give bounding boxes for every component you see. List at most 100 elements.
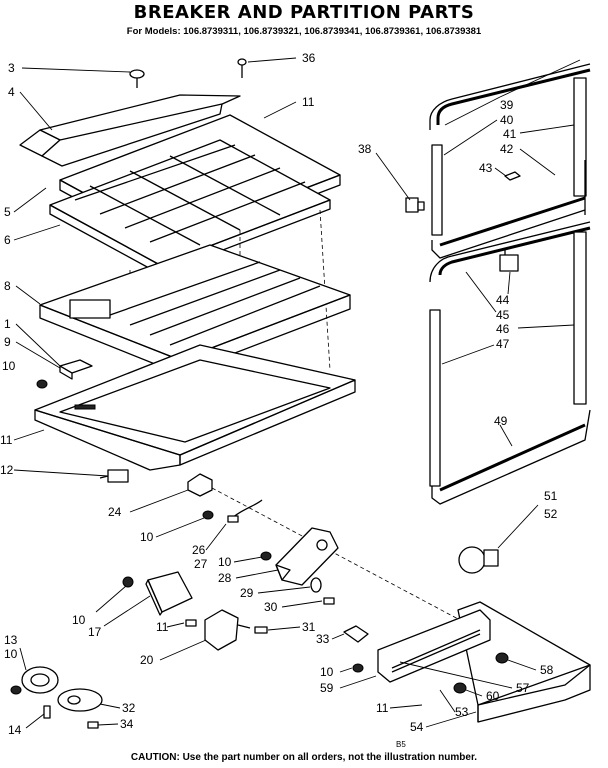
caution-note: CAUTION: Use the part number on all orde… (130, 752, 478, 763)
part-31-screw (254, 626, 268, 634)
part-14-screw (43, 705, 51, 719)
callout-14: 14 (8, 723, 22, 737)
part-54-bottom-trim (457, 601, 591, 723)
part-8-partition-tray (39, 244, 351, 375)
callout-40: 40 (500, 113, 514, 127)
callout-44: 44 (496, 293, 510, 307)
callout-3: 3 (8, 61, 15, 75)
callout-10-mid: 10 (218, 555, 232, 569)
part-57-bracket (377, 609, 491, 683)
callout-10-cluster: 10 (140, 530, 154, 544)
part-47-left-strip (429, 309, 441, 487)
part-10-nut-2 (202, 510, 214, 520)
leader-lines (13, 57, 581, 729)
callout-26: 26 (192, 543, 206, 557)
callout-46: 46 (496, 322, 510, 336)
part-10-nut-3 (260, 551, 272, 561)
part-41-right-strip (573, 77, 587, 197)
callout-36: 36 (302, 51, 316, 65)
callout-29: 29 (240, 586, 254, 600)
callout-13: 13 (4, 633, 18, 647)
page-title: BREAKER AND PARTITION PARTS (133, 2, 475, 23)
callout-51: 51 (544, 489, 558, 503)
part-28-housing (275, 527, 339, 586)
callout-8: 8 (4, 279, 11, 293)
part-32-cover (57, 688, 103, 712)
callout-49: 49 (494, 414, 508, 428)
part-11-screw-2 (185, 619, 197, 627)
callout-28: 28 (218, 571, 232, 585)
part-29-plug (310, 577, 322, 593)
callout-10-left: 10 (2, 359, 16, 373)
callout-17: 17 (88, 625, 102, 639)
part-10-nut (36, 379, 48, 389)
part-17-bracket (145, 571, 193, 616)
part-33-fitting (343, 625, 369, 643)
callout-60: 60 (486, 689, 500, 703)
part-42-mid-strip (431, 160, 586, 259)
callout-57: 57 (516, 681, 530, 695)
callout-30: 30 (264, 600, 278, 614)
part-40-left-strip (431, 144, 443, 236)
part-10-nut-4 (122, 576, 134, 588)
callout-24: 24 (108, 505, 122, 519)
callout-10-bracket: 10 (72, 613, 86, 627)
part-34-screw (87, 721, 99, 729)
part-3-screw (129, 69, 145, 88)
part-45-lower-strip (429, 221, 591, 283)
callout-53: 53 (455, 705, 469, 719)
part-9-block (59, 359, 93, 380)
part-24-cap (187, 473, 213, 497)
callout-59: 59 (320, 681, 334, 695)
part-51-light-bulb (458, 546, 499, 574)
part-26-wire (227, 499, 263, 523)
callout-5: 5 (4, 205, 11, 219)
part-43-clip (504, 171, 521, 181)
part-20-switch (204, 609, 251, 651)
diagram-code: B5 (396, 740, 406, 749)
callout-34: 34 (120, 717, 134, 731)
callout-4: 4 (8, 85, 15, 99)
callout-1: 1 (4, 317, 11, 331)
callout-33: 33 (316, 632, 330, 646)
callout-6: 6 (4, 233, 11, 247)
callout-27: 27 (194, 557, 208, 571)
callout-20: 20 (140, 653, 154, 667)
part-10-nut-6 (10, 685, 22, 695)
part-13-socket (21, 666, 59, 694)
callout-45: 45 (496, 308, 510, 322)
part-49-bottom-strip (431, 409, 591, 505)
callout-47: 47 (496, 337, 510, 351)
callout-58: 58 (540, 663, 554, 677)
part-46-right-strip (573, 231, 587, 405)
callout-10-lower: 10 (320, 665, 334, 679)
callout-38: 38 (358, 142, 372, 156)
part-60-knob (453, 682, 467, 694)
callout-52: 52 (544, 507, 558, 521)
callout-11-top: 11 (302, 95, 315, 109)
callout-11-left: 11 (0, 433, 13, 447)
callout-9: 9 (4, 335, 11, 349)
part-58-knob (495, 652, 509, 664)
callout-43: 43 (479, 161, 493, 175)
part-38-fitting (405, 197, 425, 213)
callout-31: 31 (302, 620, 316, 634)
models-line: For Models: 106.8739311, 106.8739321, 10… (126, 26, 482, 37)
callout-54: 54 (410, 720, 424, 734)
part-44-fitting (499, 248, 519, 272)
callout-11-lower: 11 (376, 701, 389, 715)
callout-39: 39 (500, 98, 514, 112)
part-10-nut-5 (352, 663, 364, 673)
callout-42: 42 (500, 142, 514, 156)
callout-labels: 3 4 36 11 5 6 8 1 9 10 11 12 24 10 26 27… (0, 51, 558, 737)
callout-10-socket: 10 (4, 647, 18, 661)
callout-11-mid: 11 (156, 620, 169, 634)
part-4-top-rail (19, 94, 241, 167)
callout-41: 41 (503, 127, 517, 141)
part-36-screw (237, 58, 247, 78)
callout-32: 32 (122, 701, 136, 715)
part-11-bottom-tray (34, 344, 356, 471)
part-30-screw (323, 597, 335, 605)
